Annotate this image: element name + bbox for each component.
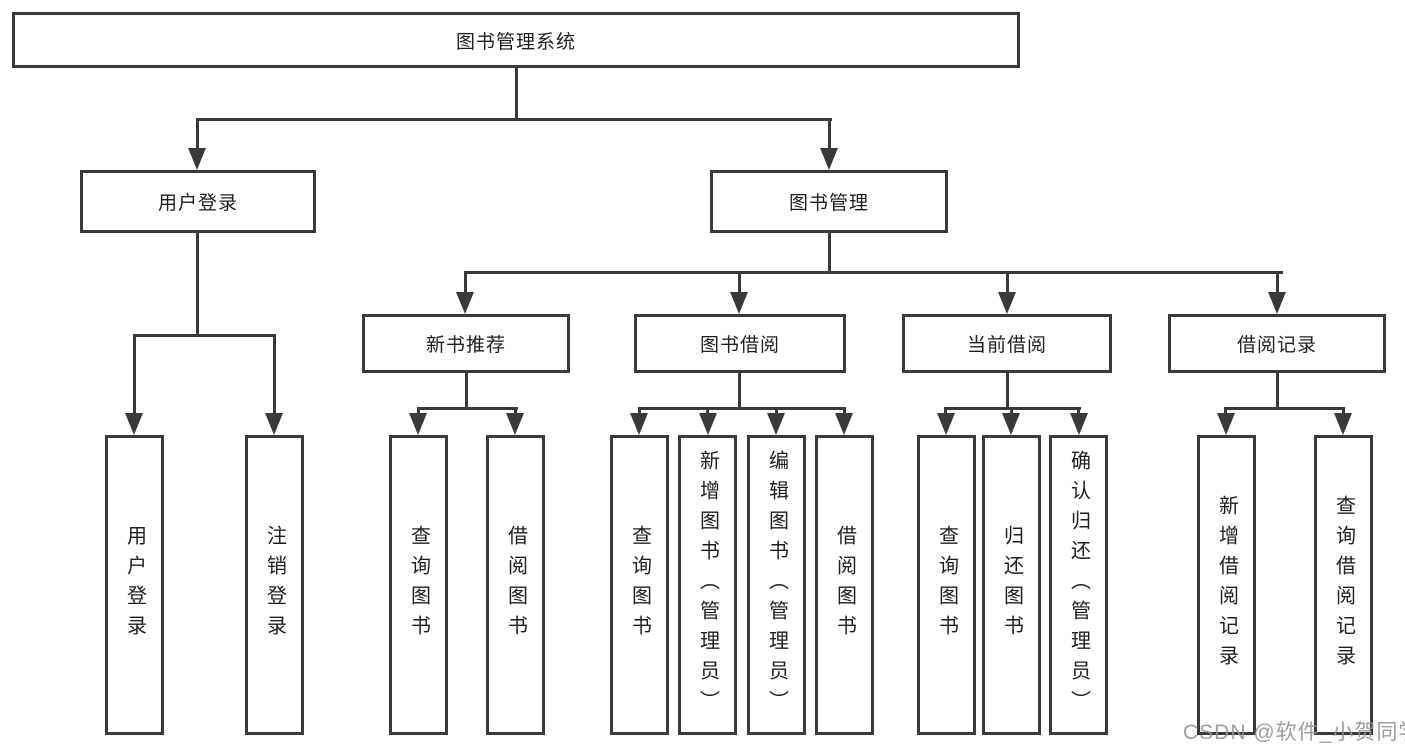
connector-line [775,407,778,418]
connector-line [1342,407,1345,418]
connector-line [464,271,467,295]
connector-line [1276,373,1279,410]
connector-line [196,118,832,121]
connector-line [1006,271,1009,295]
arrowhead-down-icon [409,413,427,435]
leaf-query-books-recommend: 查询图书 [389,435,448,735]
connector-line [944,407,947,418]
connector-line [464,271,1283,274]
connector-line [738,271,741,295]
connector-line [638,407,846,410]
arrowhead-down-icon [835,413,853,435]
connector-line [828,118,831,152]
node-borrow-records: 借阅记录 [1168,314,1386,373]
connector-line [1276,271,1279,295]
connector-line [417,407,518,410]
arrowhead-down-icon [1334,413,1352,435]
arrowhead-down-icon [1002,413,1020,435]
connector-line [1006,373,1009,410]
arrowhead-down-icon [767,413,785,435]
node-new-book-recommend: 新书推荐 [362,314,570,373]
connector-line [1224,407,1227,418]
arrowhead-down-icon [265,413,283,435]
leaf-borrow-books: 借阅图书 [815,435,874,735]
connector-line [1077,407,1080,418]
connector-line [706,407,709,418]
connector-line [638,407,641,418]
arrowhead-down-icon [699,413,717,435]
leaf-confirm-return-admin: 确认归还（管理员） [1049,435,1108,735]
connector-line [465,373,468,410]
node-book-management: 图书管理 [710,170,948,233]
arrowhead-down-icon [630,413,648,435]
leaf-borrow-books-recommend: 借阅图书 [486,435,545,735]
connector-line [738,373,741,410]
connector-line [417,407,420,418]
arrowhead-down-icon [188,148,206,170]
arrowhead-down-icon [820,148,838,170]
arrowhead-down-icon [998,292,1016,314]
arrowhead-down-icon [937,413,955,435]
leaf-edit-book-admin: 编辑图书（管理员） [747,435,806,735]
connector-line [273,334,276,418]
arrowhead-down-icon [1268,292,1286,314]
leaf-user-login: 用户登录 [105,435,164,735]
arrowhead-down-icon [1070,413,1088,435]
connector-line [843,407,846,418]
arrowhead-down-icon [730,292,748,314]
connector-line [133,334,136,418]
arrowhead-down-icon [506,413,524,435]
node-user-login: 用户登录 [80,170,316,233]
arrowhead-down-icon [456,292,474,314]
node-book-borrow: 图书借阅 [634,314,846,373]
node-library-system: 图书管理系统 [12,12,1020,68]
connector-line [1010,407,1013,418]
connector-line [514,407,517,418]
leaf-add-book-admin: 新增图书（管理员） [678,435,737,735]
connector-line [133,334,276,337]
leaf-query-books-current: 查询图书 [917,435,976,735]
watermark-text: CSDN @软件_小贺同学 [1183,721,1405,744]
leaf-return-book: 归还图书 [982,435,1041,735]
leaf-query-books-borrow: 查询图书 [610,435,669,735]
connector-line [196,118,199,152]
arrowhead-down-icon [125,413,143,435]
leaf-query-borrow-record: 查询借阅记录 [1314,435,1373,735]
arrowhead-down-icon [1217,413,1235,435]
connector-line [515,68,518,120]
node-current-borrow: 当前借阅 [902,314,1112,373]
leaf-logout: 注销登录 [245,435,304,735]
connector-line [1224,407,1345,410]
leaf-add-borrow-record: 新增借阅记录 [1197,435,1256,735]
connector-line [196,233,199,337]
connector-line [828,233,831,274]
